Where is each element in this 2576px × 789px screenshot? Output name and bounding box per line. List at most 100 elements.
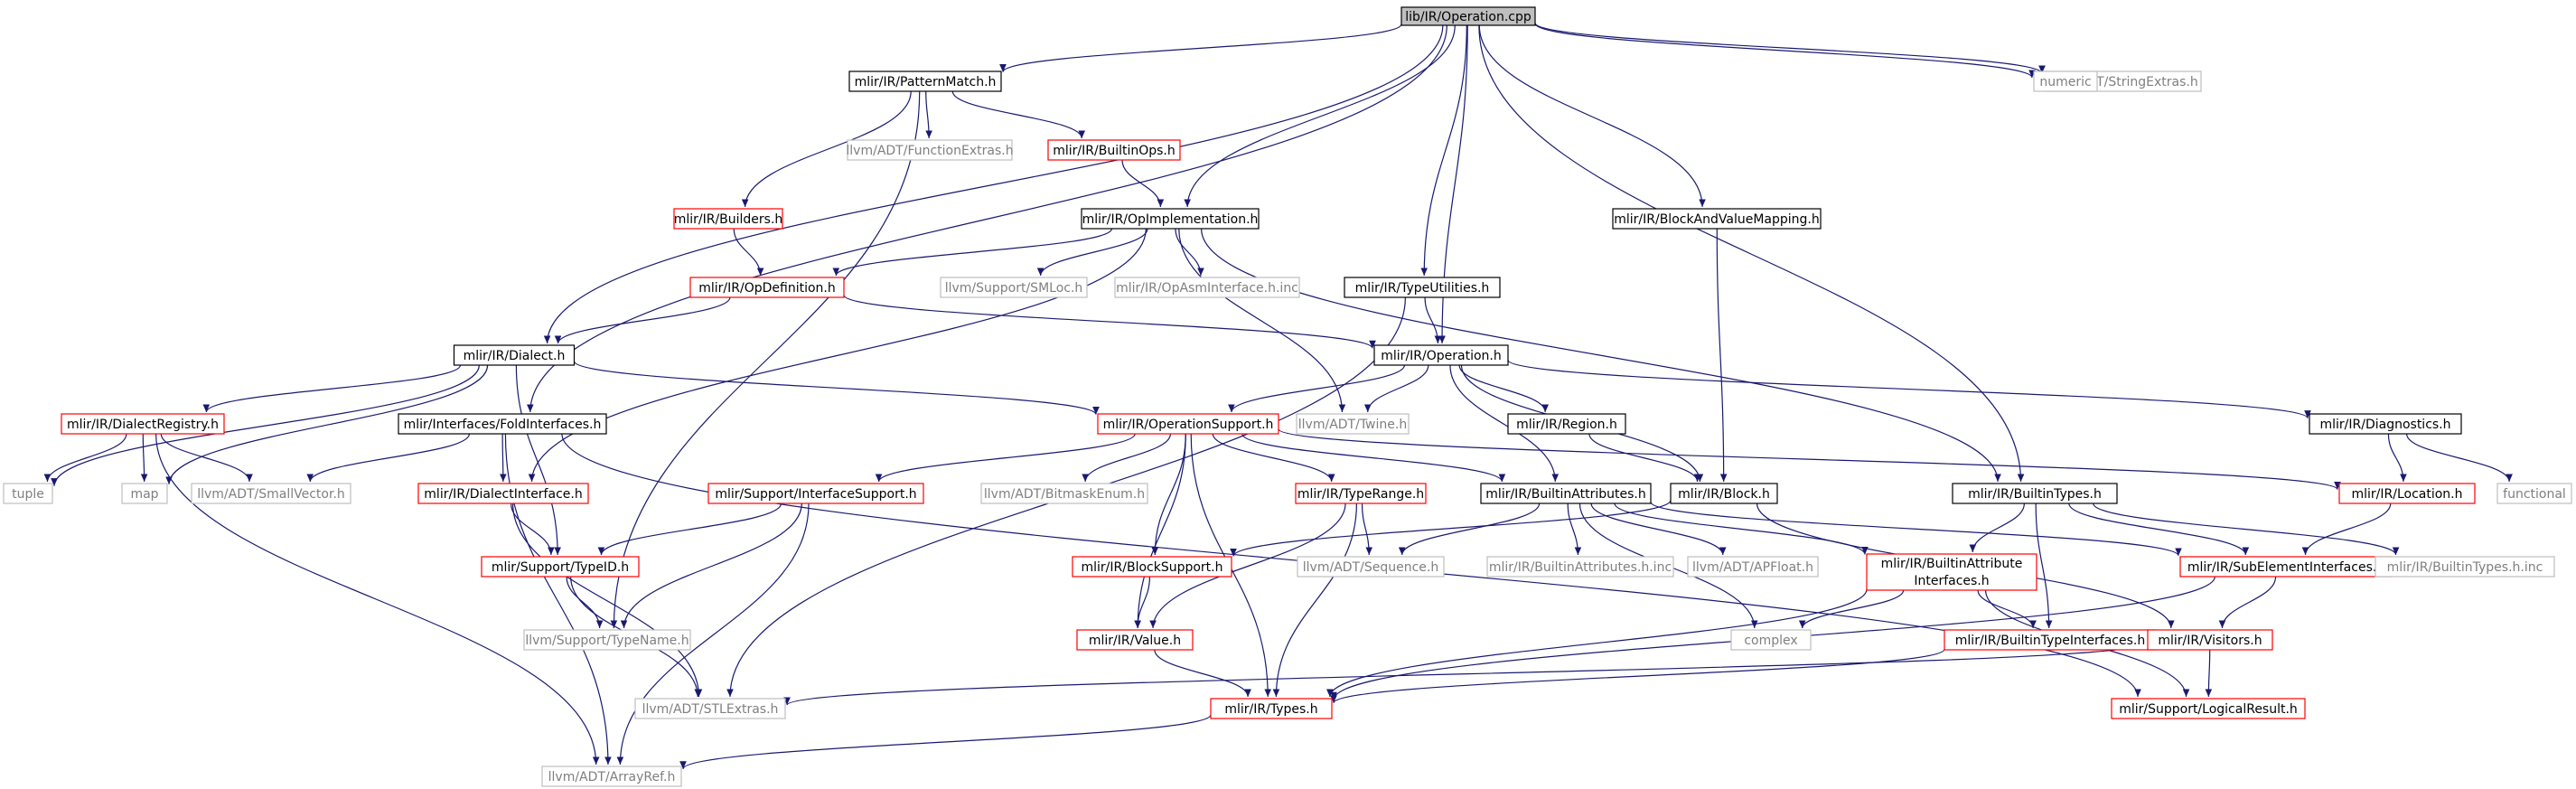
node-box-builtinops bbox=[1047, 139, 1181, 161]
node-opimpl[interactable]: mlir/IR/OpImplementation.h bbox=[1081, 208, 1260, 230]
node-location[interactable]: mlir/IR/Location.h bbox=[2338, 483, 2476, 504]
edge-foldinterfaces-to-dialectinterface bbox=[499, 433, 507, 483]
node-label-typeid: mlir/Support/TypeID.h bbox=[492, 560, 629, 575]
edge-root-to-typeutilities bbox=[1420, 24, 1467, 277]
node-dialectinterface[interactable]: mlir/IR/DialectInterface.h bbox=[417, 483, 589, 504]
node-label-operation: mlir/IR/Operation.h bbox=[1381, 349, 1501, 363]
node-types[interactable]: mlir/IR/Types.h bbox=[1210, 698, 1333, 719]
node-label-opimpl: mlir/IR/OpImplementation.h bbox=[1082, 212, 1259, 227]
node-stlextras[interactable]: llvm/ADT/STLExtras.h bbox=[634, 698, 786, 719]
node-box-smloc bbox=[940, 277, 1088, 298]
edge-operationsupport-to-location bbox=[1278, 428, 2341, 491]
node-dialectregistry[interactable]: mlir/IR/DialectRegistry.h bbox=[61, 413, 225, 435]
node-block[interactable]: mlir/IR/Block.h bbox=[1670, 483, 1778, 504]
edge-layer bbox=[43, 22, 2513, 770]
node-visitors[interactable]: mlir/IR/Visitors.h bbox=[2147, 629, 2273, 651]
node-patternmatch[interactable]: mlir/IR/PatternMatch.h bbox=[848, 70, 1002, 92]
node-typeutilities[interactable]: mlir/IR/TypeUtilities.h bbox=[1344, 277, 1501, 298]
node-label-typename: llvm/Support/TypeName.h bbox=[525, 634, 688, 648]
node-dialect[interactable]: mlir/IR/Dialect.h bbox=[453, 344, 576, 366]
node-smloc[interactable]: llvm/Support/SMLoc.h bbox=[940, 277, 1088, 298]
node-sequence[interactable]: llvm/ADT/Sequence.h bbox=[1297, 556, 1445, 578]
edge-dialectinterface-to-typeid bbox=[510, 503, 555, 556]
edge-typerange-to-types bbox=[1272, 503, 1358, 698]
edge-operationsupport-to-interfacesupport bbox=[875, 433, 1136, 483]
node-functionextras[interactable]: llvm/ADT/FunctionExtras.h bbox=[846, 139, 1014, 161]
node-blockvaluemapping[interactable]: mlir/IR/BlockAndValueMapping.h bbox=[1612, 208, 1822, 230]
node-operationsupport[interactable]: mlir/IR/OperationSupport.h bbox=[1097, 413, 1279, 435]
node-tuple[interactable]: tuple bbox=[3, 483, 53, 504]
node-opasminterface[interactable]: mlir/IR/OpAsmInterface.h.inc bbox=[1114, 277, 1300, 298]
node-box-operation bbox=[1373, 344, 1509, 366]
edge-interfacesupport-to-arrayref bbox=[616, 503, 810, 766]
node-box-functional bbox=[2496, 483, 2572, 504]
edge-builtinattrinterfaces-to-builtintypeinterfaces bbox=[1977, 589, 2037, 629]
node-box-apfloat bbox=[1687, 556, 1819, 578]
node-box-smallvector bbox=[191, 483, 351, 504]
node-numeric[interactable]: numeric bbox=[2033, 70, 2098, 92]
node-map[interactable]: map bbox=[121, 483, 168, 504]
node-builtintypeinterfaces[interactable]: mlir/IR/BuiltinTypeInterfaces.h bbox=[1944, 629, 2157, 651]
edge-opdefinition-to-dialect bbox=[554, 296, 731, 344]
node-label-functional: functional bbox=[2503, 487, 2566, 502]
node-builtintypesinc[interactable]: mlir/IR/BuiltinTypes.h.inc bbox=[2375, 556, 2555, 578]
node-twine[interactable]: llvm/ADT/Twine.h bbox=[1296, 413, 1410, 435]
node-diagnostics[interactable]: mlir/IR/Diagnostics.h bbox=[2309, 413, 2462, 435]
edge-opdefinition-to-operation bbox=[843, 295, 1376, 349]
node-functional[interactable]: functional bbox=[2496, 483, 2572, 504]
node-box-typeutilities bbox=[1344, 277, 1501, 298]
node-opdefinition[interactable]: mlir/IR/OpDefinition.h bbox=[689, 277, 845, 298]
node-label-block: mlir/IR/Block.h bbox=[1678, 487, 1770, 502]
edge-builtintypes-to-builtintypeinterfaces bbox=[2035, 503, 2053, 629]
node-box-builtintypes bbox=[1952, 483, 2118, 504]
node-apfloat[interactable]: llvm/ADT/APFloat.h bbox=[1687, 556, 1819, 578]
node-builtinattributes[interactable]: mlir/IR/BuiltinAttributes.h bbox=[1480, 483, 1652, 504]
node-box-builtinattributes bbox=[1480, 483, 1652, 504]
node-complex[interactable]: complex bbox=[1730, 629, 1812, 651]
edge-builtinattrinterfaces-to-complex bbox=[1798, 589, 1905, 629]
node-label-builtinattrinc: mlir/IR/BuiltinAttributes.h.inc bbox=[1489, 560, 1672, 575]
edge-root-to-opimpl bbox=[1184, 24, 1456, 208]
node-box-arrayref bbox=[541, 766, 682, 787]
edge-blocksupport-to-value bbox=[1134, 576, 1151, 629]
node-typeid[interactable]: mlir/Support/TypeID.h bbox=[481, 556, 640, 578]
node-builtinattrinc[interactable]: mlir/IR/BuiltinAttributes.h.inc bbox=[1486, 556, 1674, 578]
node-interfacesupport[interactable]: mlir/Support/InterfaceSupport.h bbox=[707, 483, 924, 504]
node-label-builtinattributes: mlir/IR/BuiltinAttributes.h bbox=[1485, 487, 1645, 502]
node-box-block bbox=[1670, 483, 1778, 504]
node-builders[interactable]: mlir/IR/Builders.h bbox=[673, 208, 783, 230]
node-operation[interactable]: mlir/IR/Operation.h bbox=[1373, 344, 1509, 366]
node-arrayref[interactable]: llvm/ADT/ArrayRef.h bbox=[541, 766, 682, 787]
edge-opimpl-to-opdefinition bbox=[832, 228, 1113, 277]
edge-operationsupport-to-bitmaskenum bbox=[1082, 433, 1172, 483]
node-value[interactable]: mlir/IR/Value.h bbox=[1076, 629, 1194, 651]
edge-region-to-block bbox=[1588, 433, 1701, 483]
edge-builtintypes-to-builtintypesinc bbox=[2093, 503, 2400, 556]
node-label-typerange: mlir/IR/TypeRange.h bbox=[1297, 487, 1424, 502]
edge-operation-to-builtinattributes bbox=[1449, 364, 1560, 483]
node-foldinterfaces[interactable]: mlir/Interfaces/FoldInterfaces.h bbox=[398, 413, 607, 435]
node-bitmaskenum[interactable]: llvm/ADT/BitmaskEnum.h bbox=[980, 483, 1148, 504]
edge-root-to-numeric bbox=[1534, 23, 2036, 79]
node-typerange[interactable]: mlir/IR/TypeRange.h bbox=[1295, 483, 1427, 504]
node-root[interactable]: lib/IR/Operation.cpp bbox=[1400, 6, 1536, 26]
node-box-opasminterface bbox=[1114, 277, 1300, 298]
node-subelement[interactable]: mlir/IR/SubElementInterfaces.h bbox=[2179, 556, 2393, 578]
node-label-logicalresult: mlir/Support/LogicalResult.h bbox=[2119, 702, 2298, 717]
node-box-root bbox=[1400, 6, 1536, 26]
node-typename[interactable]: llvm/Support/TypeName.h bbox=[523, 629, 691, 651]
node-smallvector[interactable]: llvm/ADT/SmallVector.h bbox=[191, 483, 351, 504]
node-builtinops[interactable]: mlir/IR/BuiltinOps.h bbox=[1047, 139, 1181, 161]
node-box-value bbox=[1076, 629, 1194, 651]
node-label-builtintypeinterfaces: mlir/IR/BuiltinTypeInterfaces.h bbox=[1955, 634, 2145, 648]
node-label-arrayref: llvm/ADT/ArrayRef.h bbox=[548, 770, 676, 784]
node-label-sequence: llvm/ADT/Sequence.h bbox=[1303, 560, 1438, 575]
edge-dialect-to-dialectregistry bbox=[202, 364, 462, 413]
node-label-stlextras: llvm/ADT/STLExtras.h bbox=[642, 702, 779, 717]
node-blocksupport[interactable]: mlir/IR/BlockSupport.h bbox=[1072, 556, 1232, 578]
node-region[interactable]: mlir/IR/Region.h bbox=[1507, 413, 1626, 435]
node-builtintypes[interactable]: mlir/IR/BuiltinTypes.h bbox=[1952, 483, 2118, 504]
node-logicalresult[interactable]: mlir/Support/LogicalResult.h bbox=[2111, 698, 2306, 719]
